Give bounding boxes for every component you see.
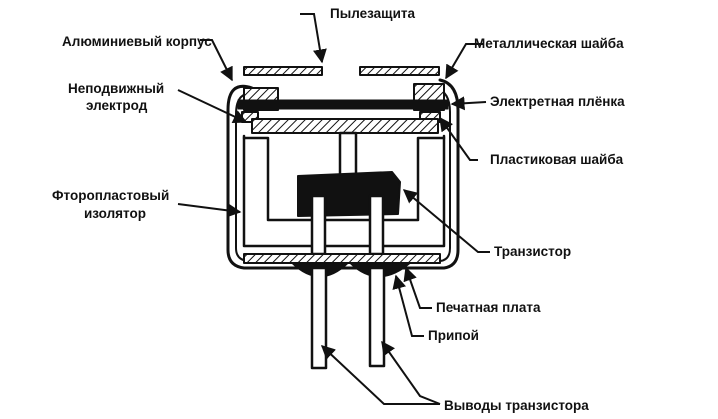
label-fixed-electrode-2: электрод: [86, 98, 148, 113]
label-solder: Припой: [428, 328, 479, 343]
label-dust-cover: Пылезащита: [330, 6, 415, 21]
transistor-lead-right: [368, 266, 386, 368]
leader-lead-left: [320, 345, 440, 405]
label-ptfe-insulator-2: изолятор: [84, 206, 146, 221]
label-fixed-electrode-1: Неподвижный: [68, 81, 164, 96]
leader-electret-film: [450, 96, 487, 111]
leader-pcb: [403, 266, 432, 309]
dust-cover-gap: [322, 66, 360, 76]
label-pcb: Печатная плата: [436, 300, 541, 315]
ptfe-insulator-step: [242, 136, 446, 222]
label-electret-film: Электретная плёнка: [490, 94, 625, 109]
leader-aluminum-case: [200, 39, 233, 82]
leader-fixed-electrode: [177, 89, 248, 123]
transistor-lead-left: [310, 266, 328, 370]
leader-metal-washer: [445, 43, 484, 80]
label-aluminum-case: Алюминиевый корпус: [62, 34, 212, 49]
fixed-electrode: [251, 118, 439, 134]
electret-film: [237, 99, 449, 110]
label-plastic-washer: Пластиковая шайба: [490, 152, 624, 167]
printed-circuit-board: [243, 253, 441, 264]
transistor-leg-left: [310, 194, 327, 256]
leader-lead-right: [381, 340, 441, 405]
leader-ptfe-insulator: [177, 203, 242, 218]
label-ptfe-insulator-1: Фторопластовый: [52, 188, 169, 203]
label-metal-washer: Металлическая шайба: [474, 36, 624, 51]
leader-solder: [392, 274, 424, 337]
leader-plastic-washer: [439, 116, 478, 161]
label-transistor-leads: Выводы транзистора: [444, 398, 589, 413]
ptfe-insulator: [242, 134, 446, 248]
label-transistor: Транзистор: [494, 244, 571, 259]
leader-dust-cover: [300, 13, 327, 64]
transistor-leg-right: [368, 194, 385, 256]
leader-transistor: [402, 189, 490, 253]
